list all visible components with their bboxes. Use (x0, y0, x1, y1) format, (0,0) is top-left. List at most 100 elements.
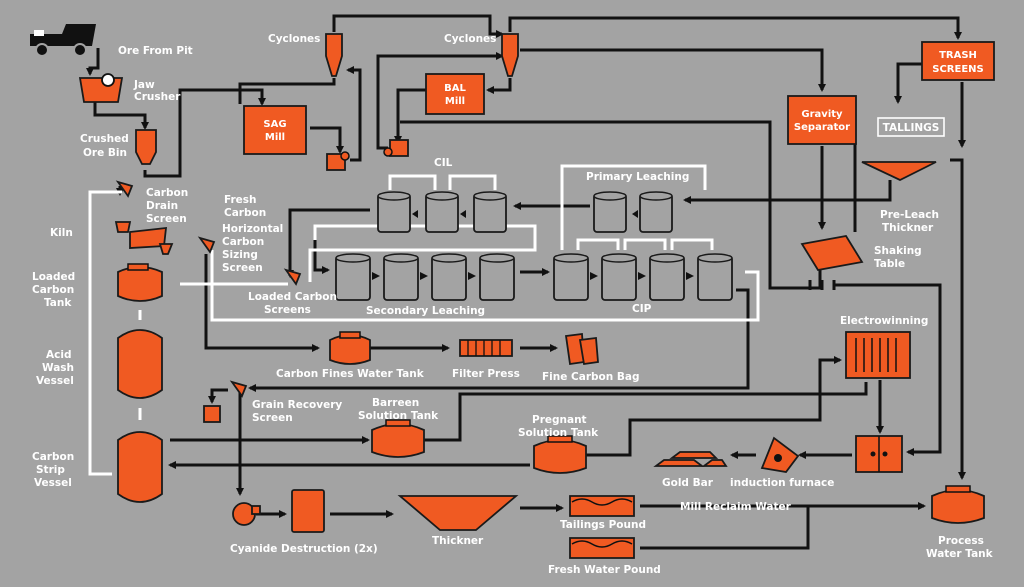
label-strip-2: Strip (36, 464, 65, 476)
label-pregnant-1: Pregnant (532, 414, 587, 426)
sag-mill (243, 105, 307, 155)
label-grain-1: Grain Recovery (252, 399, 342, 411)
label-pregnant-2: Solution Tank (518, 427, 599, 439)
fine-carbon-bag (564, 332, 599, 366)
cip-tanks (553, 253, 733, 301)
acid-wash-vessel (117, 329, 163, 399)
label-thickner: Thickner (432, 535, 484, 547)
label-fresh-carbon-2: Carbon (224, 207, 266, 219)
label-grain-2: Screen (252, 412, 293, 424)
sludge-cabinet (855, 435, 903, 473)
label-tailings: TALLINGS (883, 122, 940, 134)
label-gravity-1: Gravity (801, 109, 843, 120)
bal-mill (425, 73, 485, 115)
carbon-fines-water-tank (329, 331, 371, 365)
label-hcss-4: Screen (222, 262, 263, 274)
label-cyanide: Cyanide Destruction (2x) (230, 543, 378, 555)
label-fines-tank: Carbon Fines Water Tank (276, 368, 425, 380)
filter-press (459, 339, 513, 357)
grain-recovery-tank (203, 405, 221, 423)
label-acid-1: Acid (46, 349, 71, 361)
label-induction: induction furnace (730, 477, 834, 489)
label-primary-leaching: Primary Leaching (586, 171, 689, 183)
label-mill-reclaim: Mill Reclaim Water (680, 501, 792, 513)
haul-truck-icon (30, 24, 96, 57)
loaded-carbon-screens (283, 268, 302, 286)
bal-pump (383, 139, 409, 157)
label-trash-2: SCREENS (932, 64, 983, 75)
cyanide-destruction-tank (291, 489, 325, 533)
label-carbon-drain-2: Drain (146, 200, 178, 212)
horizontal-carbon-sizing-screen (197, 236, 216, 254)
label-cyclones-2: Cyclones (444, 33, 496, 45)
label-gold-bar: Gold Bar (662, 477, 714, 489)
carbon-transfer-lines (88, 164, 760, 476)
tank-flow-arrows (372, 210, 694, 280)
sag-pump (326, 151, 350, 171)
cil-tanks (377, 191, 507, 233)
label-loaded-tank-3: Tank (44, 297, 72, 309)
label-loaded-tank-2: Carbon (32, 284, 74, 296)
label-loaded-screens-1: Loaded Carbon (248, 291, 337, 303)
tailings-box (877, 117, 945, 137)
label-secondary-leaching: Secondary Leaching (366, 305, 485, 317)
induction-furnace (760, 436, 800, 473)
pregnant-solution-tank (533, 435, 587, 474)
label-process-2: Water Tank (926, 548, 994, 560)
label-sag-1: SAG (263, 119, 286, 130)
secondary-leaching-tanks (335, 253, 515, 301)
carbon-drain-screen (115, 180, 134, 198)
label-carbon-drain-3: Screen (146, 213, 187, 225)
gravity-separator (787, 95, 857, 145)
label-shaking-2: Table (874, 258, 905, 270)
primary-leaching-tanks (593, 191, 673, 233)
label-cyclones-1: Cyclones (268, 33, 320, 45)
label-acid-3: Vessel (36, 375, 74, 387)
label-trash-1: TRASH (939, 50, 977, 61)
cyclone-2 (501, 33, 519, 77)
label-kiln: Kiln (50, 227, 73, 239)
label-fresh-carbon-1: Fresh (224, 194, 257, 206)
label-bal-1: BAL (444, 83, 466, 94)
tailings-pound (569, 495, 635, 517)
label-gravity-2: Separator (794, 122, 850, 133)
label-acid-2: Wash (42, 362, 74, 374)
electrowinning-cell (845, 331, 911, 379)
label-crushed-ore-bin-1: Crushed (80, 133, 129, 145)
grain-recovery-screen (229, 380, 248, 398)
pipe-network (86, 14, 966, 550)
label-hcss-2: Carbon (222, 236, 264, 248)
label-crushed-ore-bin-2: Ore Bin (83, 147, 127, 159)
shaking-table (800, 235, 864, 271)
label-cip: CIP (632, 303, 652, 315)
label-sag-2: Mill (265, 132, 285, 143)
label-barreen-1: Barreen (372, 397, 419, 409)
carbon-strip-vessel (117, 431, 163, 503)
label-fresh-water: Fresh Water Pound (548, 564, 661, 576)
label-jaw-crusher-2: Crusher (134, 91, 181, 103)
barreen-solution-tank (371, 419, 425, 458)
label-cil: CIL (434, 157, 453, 169)
label-strip-1: Carbon (32, 451, 74, 463)
label-hcss-1: Horizontal (222, 223, 283, 235)
kiln (114, 221, 174, 255)
labels: Ore From Pit Jaw Crusher Crushed Ore Bin… (32, 33, 994, 576)
process-water-tank (931, 485, 985, 524)
pre-leach-thickner (861, 161, 937, 182)
label-jaw-crusher-1: Jaw (133, 79, 155, 91)
crushed-ore-bin (135, 129, 157, 165)
trash-screens (921, 41, 995, 81)
label-ore-from-pit: Ore From Pit (118, 45, 193, 57)
cyclone-1 (325, 33, 343, 77)
thickner (397, 495, 519, 531)
label-tailings-pound: Tailings Pound (560, 519, 646, 531)
label-shaking-1: Shaking (874, 245, 922, 257)
label-bal-2: Mill (445, 96, 465, 107)
label-loaded-tank-1: Loaded (32, 271, 75, 283)
loaded-carbon-tank (117, 263, 163, 302)
label-pre-leach-2: Thickner (882, 222, 934, 234)
label-filter-press: Filter Press (452, 368, 520, 380)
cyanide-destruction-pump (232, 502, 261, 526)
label-carbon-drain-1: Carbon (146, 187, 188, 199)
